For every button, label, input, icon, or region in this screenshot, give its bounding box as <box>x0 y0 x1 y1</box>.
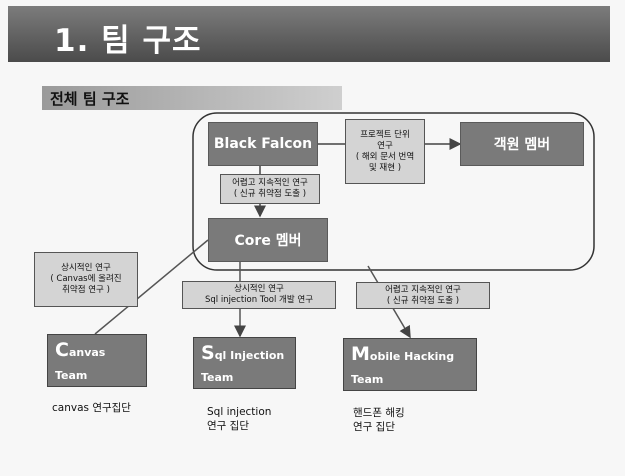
mobile-team-name: Mobile Hacking <box>351 343 455 365</box>
guest-member-node: 객원 멤버 <box>460 122 584 166</box>
section-title: 전체 팀 구조 <box>50 90 130 108</box>
hard-research-top-text: 어렵고 지속적인 연구 ( 신규 취약점 도출 ) <box>232 178 308 199</box>
canvas-research-text: 상시적인 연구 ( Canvas에 올려진 취약점 연구 ) <box>50 263 122 295</box>
core-group-frame <box>192 112 595 271</box>
sql-team-label: Team <box>201 371 234 384</box>
black-falcon-label: Black Falcon <box>213 136 313 152</box>
mobile-team-label: Team <box>351 373 384 386</box>
line-core-to-canvas <box>94 239 209 335</box>
core-member-label: Core 멤버 <box>234 233 302 249</box>
project-research-text: 프로젝트 단위 연구 ( 해외 문서 번역 및 재현 ) <box>355 129 415 173</box>
hard-research-bottom-text: 어렵고 지속적인 연구 ( 신규 취약점 도출 ) <box>385 284 461 306</box>
sql-team-caption: Sql injection 연구 집단 <box>207 406 272 432</box>
sql-team-name: Sql Injection <box>201 342 285 364</box>
core-member-node: Core 멤버 <box>208 218 328 262</box>
mobile-team-caption: 핸드폰 해킹 연구 집단 <box>353 407 405 433</box>
mobile-hacking-team-box: Mobile Hacking Team <box>343 338 477 391</box>
canvas-research-note: 상시적인 연구 ( Canvas에 올려진 취약점 연구 ) <box>34 252 138 307</box>
project-research-note: 프로젝트 단위 연구 ( 해외 문서 번역 및 재현 ) <box>345 119 425 184</box>
sql-research-note: 상시적인 연구 Sql injection Tool 개발 연구 <box>182 281 336 309</box>
guest-member-label: 객원 멤버 <box>493 137 551 153</box>
canvas-team-caption: canvas 연구집단 <box>52 402 131 414</box>
black-falcon-node: Black Falcon <box>208 122 318 166</box>
section-bar: 전체 팀 구조 <box>42 86 342 110</box>
title-bar: 1. 팀 구조 <box>8 6 610 62</box>
hard-research-note-bottom: 어렵고 지속적인 연구 ( 신규 취약점 도출 ) <box>356 282 490 309</box>
canvas-team-name: Canvas <box>55 339 106 361</box>
sql-injection-team-box: Sql Injection Team <box>193 337 296 389</box>
canvas-team-label: Team <box>55 369 88 382</box>
sql-research-text: 상시적인 연구 Sql injection Tool 개발 연구 <box>204 284 314 305</box>
canvas-team-box: Canvas Team <box>47 334 147 387</box>
slide-title: 1. 팀 구조 <box>54 23 202 59</box>
hard-research-note-top: 어렵고 지속적인 연구 ( 신규 취약점 도출 ) <box>220 174 320 204</box>
